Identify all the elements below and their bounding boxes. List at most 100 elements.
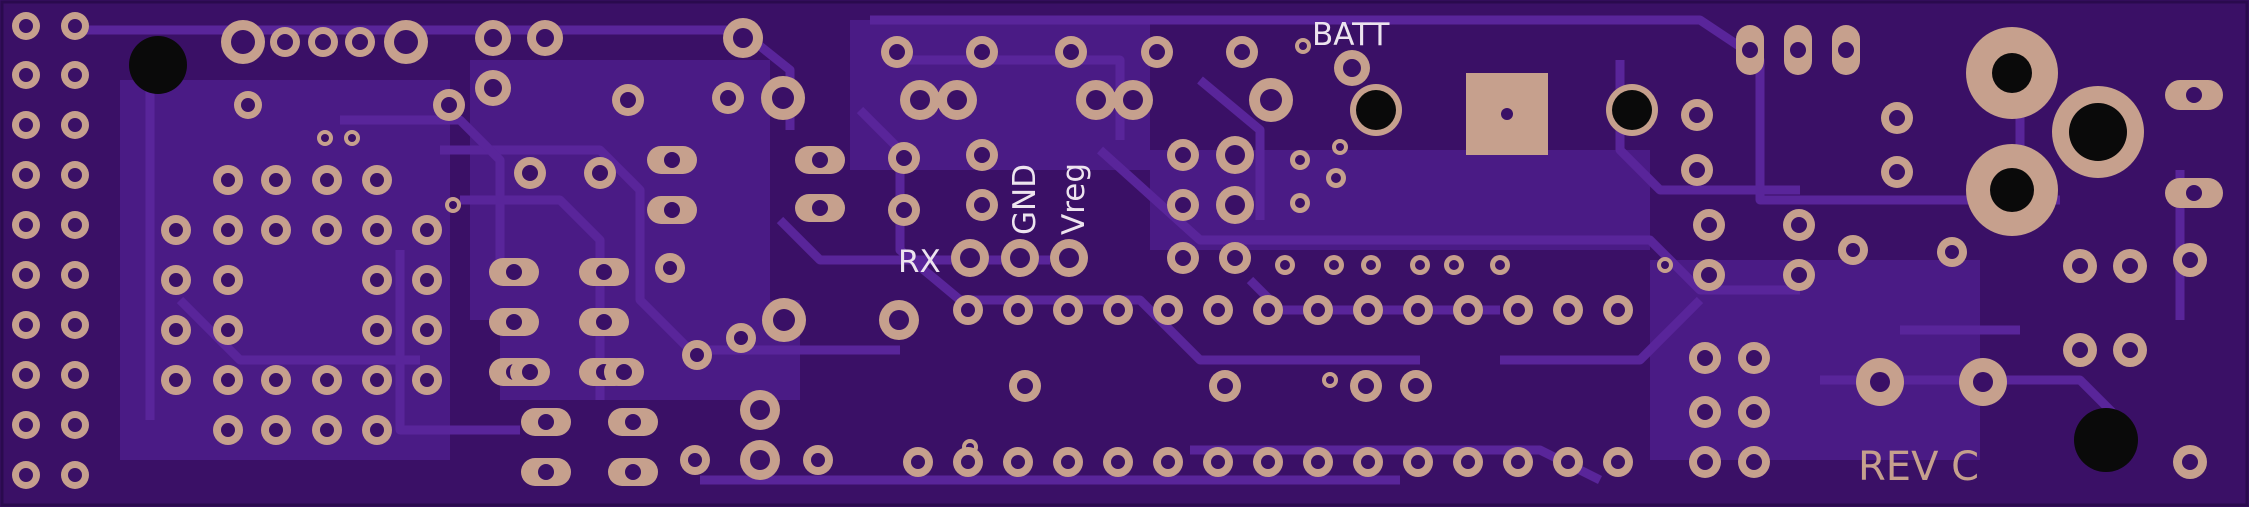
through-hole-pad bbox=[362, 415, 392, 445]
through-hole-pad bbox=[362, 265, 392, 295]
oval-pad bbox=[647, 146, 697, 174]
through-hole-pad bbox=[1226, 36, 1258, 68]
through-hole-pad bbox=[1350, 370, 1382, 402]
through-hole-pad bbox=[1113, 80, 1153, 120]
through-hole-pad bbox=[1053, 447, 1083, 477]
through-hole-pad bbox=[308, 27, 338, 57]
through-hole-pad bbox=[953, 447, 983, 477]
oval-pad bbox=[521, 408, 571, 436]
through-hole-pad bbox=[1275, 255, 1295, 275]
through-hole-pad bbox=[1453, 447, 1483, 477]
through-hole-pad bbox=[221, 20, 265, 64]
oval-pad bbox=[510, 358, 550, 386]
through-hole-pad bbox=[1167, 139, 1199, 171]
through-hole-pad bbox=[514, 157, 546, 189]
through-hole-pad bbox=[12, 411, 40, 439]
through-hole-pad bbox=[1603, 295, 1633, 325]
through-hole-pad bbox=[475, 70, 511, 106]
through-hole-pad bbox=[612, 84, 644, 116]
through-hole-pad bbox=[1657, 257, 1673, 273]
through-hole-pad bbox=[1738, 342, 1770, 374]
through-hole-pad bbox=[1783, 209, 1815, 241]
through-hole-pad bbox=[61, 411, 89, 439]
through-hole-pad bbox=[1290, 193, 1310, 213]
through-hole-pad bbox=[1353, 447, 1383, 477]
through-hole-pad bbox=[12, 311, 40, 339]
through-hole-pad bbox=[312, 365, 342, 395]
through-hole-pad bbox=[12, 12, 40, 40]
through-hole-pad bbox=[723, 18, 763, 58]
through-hole-pad bbox=[61, 161, 89, 189]
through-hole-pad bbox=[12, 211, 40, 239]
through-hole-pad bbox=[680, 445, 710, 475]
through-hole-pad bbox=[261, 365, 291, 395]
oval-pad bbox=[795, 146, 845, 174]
through-hole-pad bbox=[61, 12, 89, 40]
through-hole-pad bbox=[966, 36, 998, 68]
through-hole-pad bbox=[12, 111, 40, 139]
through-hole-pad bbox=[61, 111, 89, 139]
through-hole-pad bbox=[1055, 36, 1087, 68]
through-hole-pad bbox=[1203, 295, 1233, 325]
through-hole-pad bbox=[1209, 370, 1241, 402]
through-hole-pad bbox=[412, 365, 442, 395]
oval-pad bbox=[521, 458, 571, 486]
through-hole-pad bbox=[234, 91, 262, 119]
through-hole-pad bbox=[1141, 36, 1173, 68]
through-hole-pad bbox=[1553, 447, 1583, 477]
vreg-silkscreen-label: Vreg bbox=[1056, 163, 1092, 235]
through-hole-pad bbox=[888, 194, 920, 226]
through-hole-pad bbox=[1001, 239, 1039, 277]
through-hole-pad bbox=[1681, 99, 1713, 131]
mounting-hole bbox=[2074, 408, 2138, 472]
oval-pad bbox=[489, 258, 539, 286]
through-hole-pad bbox=[261, 165, 291, 195]
through-hole-pad bbox=[12, 61, 40, 89]
through-hole-pad bbox=[2173, 243, 2207, 277]
through-hole-pad bbox=[12, 461, 40, 489]
oval-pad bbox=[647, 196, 697, 224]
through-hole-pad bbox=[161, 365, 191, 395]
oval-pad bbox=[608, 458, 658, 486]
through-hole-pad bbox=[2173, 445, 2207, 479]
mounting-hole bbox=[1356, 90, 1396, 130]
through-hole-pad bbox=[1332, 139, 1348, 155]
through-hole-pad bbox=[1303, 295, 1333, 325]
mounting-hole bbox=[129, 36, 187, 94]
through-hole-pad bbox=[445, 197, 461, 213]
through-hole-pad bbox=[61, 361, 89, 389]
oval-pad bbox=[1832, 25, 1860, 75]
through-hole-pad bbox=[213, 165, 243, 195]
through-hole-pad bbox=[317, 130, 333, 146]
through-hole-pad bbox=[433, 89, 465, 121]
oval-pad bbox=[608, 408, 658, 436]
through-hole-pad bbox=[900, 80, 940, 120]
oval-pad bbox=[1736, 25, 1764, 75]
through-hole-pad bbox=[2113, 249, 2147, 283]
through-hole-pad bbox=[1400, 370, 1432, 402]
oval-pad bbox=[489, 308, 539, 336]
through-hole-pad bbox=[384, 20, 428, 64]
through-hole-pad bbox=[1856, 358, 1904, 406]
through-hole-pad bbox=[1881, 102, 1913, 134]
through-hole-pad bbox=[879, 300, 919, 340]
through-hole-pad bbox=[1693, 259, 1725, 291]
through-hole-pad bbox=[1353, 295, 1383, 325]
through-hole-pad bbox=[362, 215, 392, 245]
through-hole-pad bbox=[1689, 396, 1721, 428]
through-hole-pad bbox=[1303, 447, 1333, 477]
through-hole-pad bbox=[1322, 372, 1338, 388]
through-hole-pad bbox=[412, 215, 442, 245]
oval-pad bbox=[795, 194, 845, 222]
through-hole-pad bbox=[1738, 396, 1770, 428]
through-hole-pad bbox=[270, 27, 300, 57]
oval-pad bbox=[1784, 25, 1812, 75]
through-hole-pad bbox=[1334, 50, 1370, 86]
through-hole-pad bbox=[312, 165, 342, 195]
through-hole-pad bbox=[475, 20, 511, 56]
revision-label: REV C bbox=[1858, 444, 1979, 490]
through-hole-pad bbox=[1253, 447, 1283, 477]
drill-group bbox=[129, 36, 2138, 472]
through-hole-pad bbox=[1838, 235, 1868, 265]
